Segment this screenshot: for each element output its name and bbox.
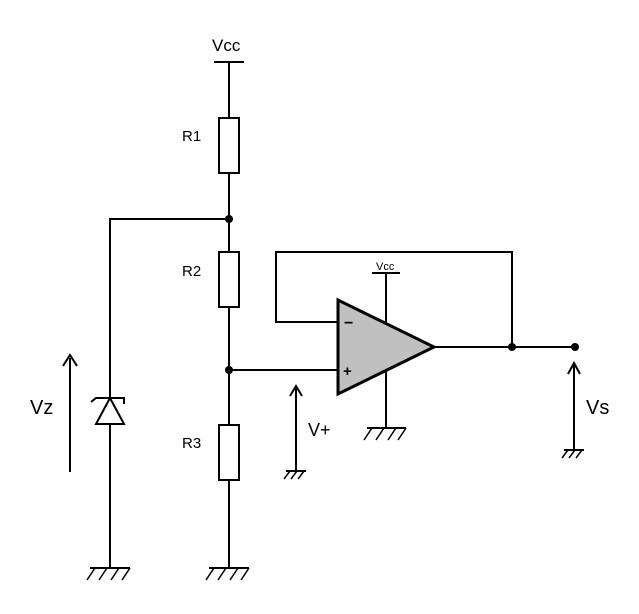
r1-label: R1 xyxy=(182,128,201,145)
zener-diode xyxy=(90,395,126,568)
opamp-minus-sign: − xyxy=(344,315,353,332)
ground-r3 xyxy=(205,567,250,581)
vcc-opamp-label: Vcc xyxy=(376,261,395,273)
r2-label: R2 xyxy=(182,263,201,280)
resistor-r1 xyxy=(218,117,240,174)
vplus-label: V+ xyxy=(308,420,331,440)
output-terminal xyxy=(571,343,579,351)
resistor-r3 xyxy=(218,424,240,481)
wire-zener-top xyxy=(109,218,229,398)
vz-arrow xyxy=(62,353,78,472)
vcc-supply-top xyxy=(214,61,244,118)
r3-label: R3 xyxy=(182,435,201,452)
junction-output-feedback xyxy=(508,343,516,351)
vs-arrow xyxy=(561,360,584,459)
vs-label: Vs xyxy=(586,397,609,419)
vcc-top-label: Vcc xyxy=(212,36,241,55)
vplus-arrow xyxy=(283,384,306,480)
opamp-vcc-supply xyxy=(372,272,400,322)
feedback-wire xyxy=(275,251,513,347)
opamp-triangle xyxy=(336,297,438,397)
opamp-ground xyxy=(363,372,407,441)
ground-zener xyxy=(86,567,131,581)
opamp-plus-sign: + xyxy=(343,363,352,380)
vz-label: Vz xyxy=(30,397,53,419)
resistor-r2 xyxy=(218,251,240,308)
